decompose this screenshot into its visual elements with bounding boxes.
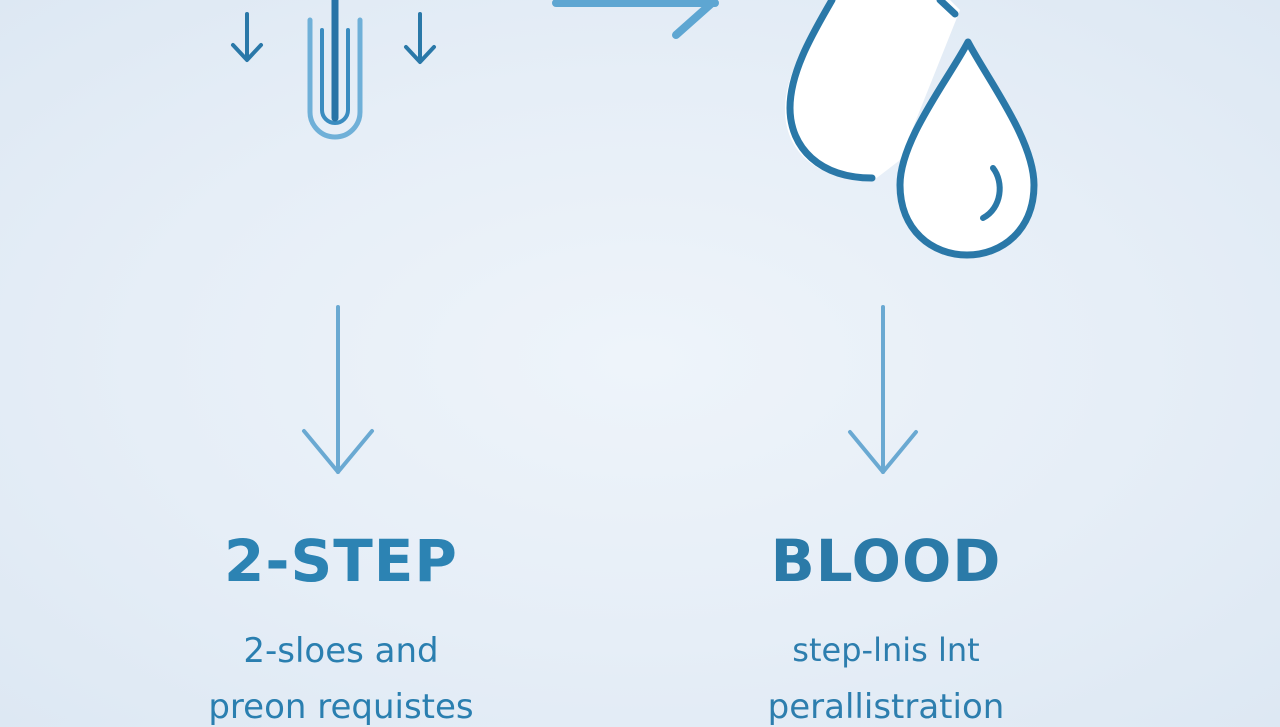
arrow-right-icon: [552, 0, 719, 39]
arrow-down-right-icon: [848, 305, 918, 474]
step-description-line-2: preon requistes: [208, 687, 474, 727]
blood-description-line-1: step-lnis lnt: [792, 631, 980, 669]
step-description-line-1: 2-sloes and: [243, 631, 439, 671]
small-down-arrow-right-icon: [404, 12, 436, 64]
blood-drops-icon: [785, 0, 1038, 259]
small-down-arrow-left-icon: [231, 12, 263, 62]
arrow-down-left-icon: [302, 305, 374, 474]
step-title: 2-STEP: [224, 527, 458, 595]
blood-description-line-2: perallistration: [767, 687, 1005, 727]
test-tube-icon: [307, 0, 363, 140]
blood-title: BLOOD: [770, 527, 1002, 595]
